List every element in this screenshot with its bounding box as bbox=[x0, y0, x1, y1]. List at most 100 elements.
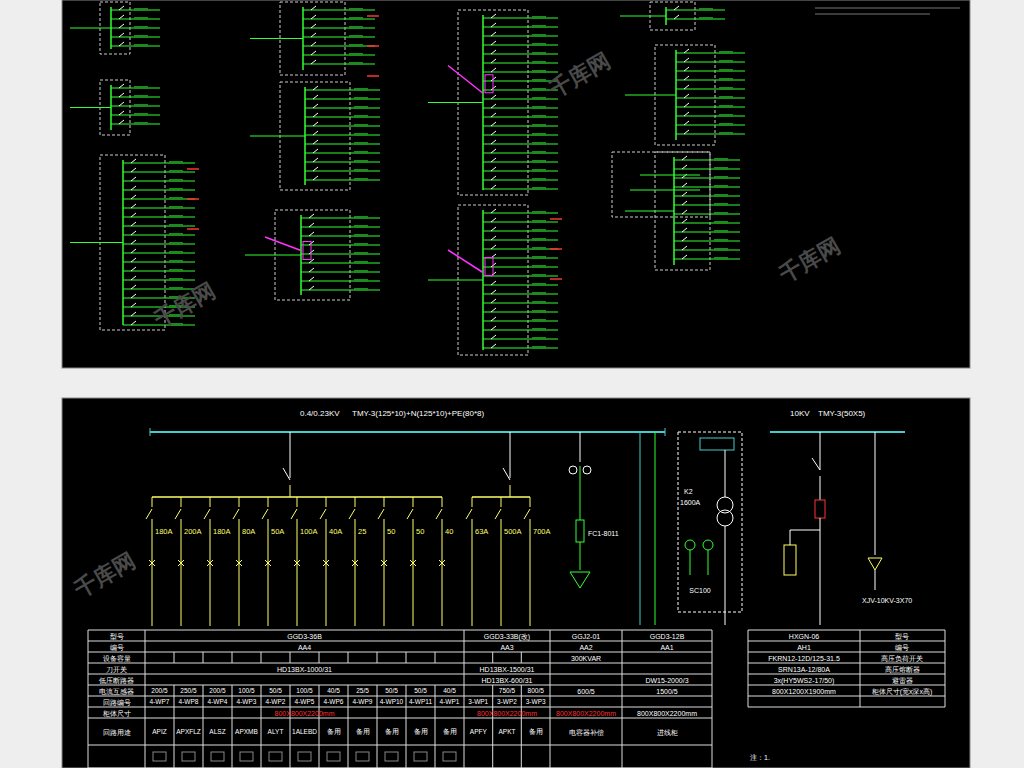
drawing-label: DW15-2000/3 bbox=[645, 676, 688, 683]
drawing-label: 50/5 bbox=[414, 687, 427, 694]
circuit-tag bbox=[134, 26, 148, 29]
wire bbox=[88, 707, 712, 708]
wire bbox=[491, 158, 496, 162]
wire bbox=[483, 99, 558, 100]
wire bbox=[413, 497, 414, 507]
wire bbox=[472, 497, 473, 507]
wire bbox=[860, 630, 861, 707]
wire bbox=[625, 211, 674, 212]
circuit-tag bbox=[532, 151, 546, 154]
wire bbox=[684, 103, 689, 107]
circuit-tag bbox=[169, 251, 183, 254]
circuit-tag bbox=[532, 70, 546, 73]
circuit-tag bbox=[532, 79, 546, 82]
wire bbox=[483, 213, 558, 214]
drawing-label: 4-WP10 bbox=[380, 698, 403, 705]
circuit-tag bbox=[714, 257, 728, 260]
drawing-label: 100/5 bbox=[238, 687, 254, 694]
wire bbox=[131, 321, 136, 325]
wire bbox=[501, 519, 502, 626]
wire bbox=[630, 190, 700, 191]
wire bbox=[367, 45, 379, 47]
wire bbox=[88, 685, 712, 686]
wire bbox=[301, 263, 380, 264]
wire bbox=[435, 718, 436, 768]
wire bbox=[233, 509, 239, 519]
wire bbox=[674, 196, 740, 197]
wire bbox=[491, 131, 496, 135]
drawing-label: FKRN12-12D/125-31.5 bbox=[768, 654, 840, 661]
circuit-tag bbox=[719, 69, 733, 72]
wire bbox=[290, 432, 291, 478]
drawing-label: 200/5 bbox=[209, 687, 225, 694]
wire bbox=[313, 122, 318, 126]
wire bbox=[268, 519, 269, 626]
drawing-label: 50/5 bbox=[385, 687, 398, 694]
wire bbox=[483, 276, 558, 277]
wire bbox=[319, 652, 320, 663]
wire bbox=[355, 519, 356, 626]
drawing-label: 63A bbox=[475, 528, 488, 536]
wire bbox=[70, 28, 111, 29]
wire bbox=[483, 63, 558, 64]
wire bbox=[682, 165, 687, 169]
wire bbox=[88, 718, 712, 719]
wire bbox=[442, 497, 443, 507]
wire bbox=[483, 312, 558, 313]
wire bbox=[815, 14, 930, 15]
wire bbox=[268, 497, 269, 507]
wire bbox=[261, 685, 262, 718]
wire bbox=[119, 111, 124, 115]
terminal-box bbox=[700, 438, 734, 450]
wire bbox=[70, 107, 111, 108]
circuit-tag bbox=[532, 43, 546, 46]
wire bbox=[491, 68, 496, 72]
wire bbox=[303, 64, 375, 65]
wire bbox=[131, 294, 136, 298]
wire bbox=[674, 232, 740, 233]
wire bbox=[550, 278, 562, 280]
ct-symbol bbox=[685, 540, 695, 550]
circuit-tag bbox=[349, 53, 363, 56]
wire bbox=[313, 104, 318, 108]
wire bbox=[232, 685, 233, 718]
drawing-label: 低压断路器 bbox=[99, 676, 134, 683]
wire bbox=[187, 228, 199, 230]
drawing-label: 型号 bbox=[895, 632, 909, 639]
wire bbox=[682, 246, 687, 250]
drawing-label: 750/5 bbox=[499, 687, 515, 694]
wire bbox=[119, 24, 124, 28]
wire bbox=[294, 560, 300, 566]
wire bbox=[265, 560, 271, 566]
wire bbox=[491, 299, 496, 303]
wire bbox=[250, 136, 305, 137]
wire bbox=[674, 241, 740, 242]
wire bbox=[466, 509, 472, 519]
load-icon bbox=[211, 752, 224, 761]
drawing-label: 700A bbox=[533, 528, 551, 536]
wire bbox=[123, 244, 195, 245]
wire bbox=[483, 348, 558, 349]
wire bbox=[236, 560, 242, 566]
wire bbox=[311, 15, 316, 19]
wire bbox=[313, 167, 318, 171]
drawing-label: APXMB bbox=[235, 728, 258, 735]
wire bbox=[491, 209, 496, 213]
wire bbox=[88, 630, 89, 768]
wire bbox=[684, 94, 689, 98]
circuit-tag bbox=[134, 113, 148, 116]
circuit-tag bbox=[169, 287, 183, 290]
wire bbox=[491, 317, 496, 321]
wire bbox=[491, 185, 496, 189]
drawing-label: 40/5 bbox=[443, 687, 456, 694]
wire bbox=[580, 542, 581, 570]
wire bbox=[491, 326, 496, 330]
drawing-label: 40/5 bbox=[327, 687, 340, 694]
wire bbox=[483, 180, 558, 181]
ct-symbol bbox=[583, 466, 591, 474]
wire bbox=[377, 652, 378, 663]
wire bbox=[676, 89, 745, 90]
drawing-panel bbox=[62, 398, 970, 768]
wire bbox=[815, 8, 960, 9]
